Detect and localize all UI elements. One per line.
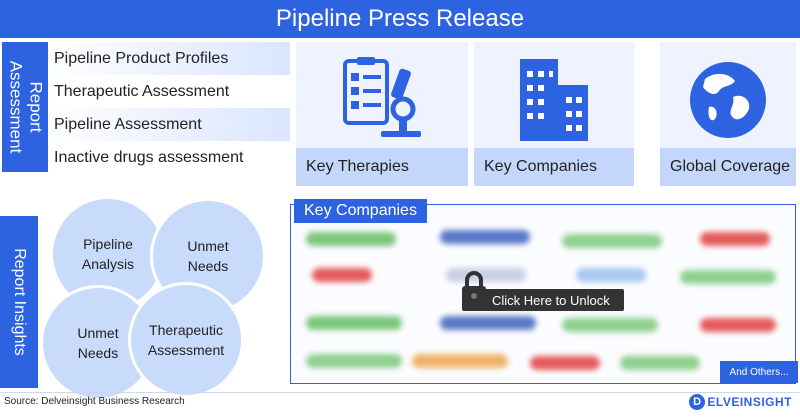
blurred-logo [620, 356, 700, 370]
and-others-button[interactable]: And Others... [720, 361, 798, 383]
list-item[interactable]: Pipeline Product Profiles [50, 42, 290, 75]
circle-label: Unmet Needs [77, 325, 119, 361]
blurred-logo [700, 318, 776, 332]
blurred-logo [576, 268, 646, 282]
blurred-logo [440, 316, 536, 330]
key-therapies-card[interactable]: Key Therapies [296, 42, 468, 186]
blurred-logo [412, 354, 508, 368]
buildings-icon [474, 52, 634, 148]
blurred-logo [306, 316, 402, 330]
circle-label: Therapeutic Assessment [147, 322, 225, 358]
key-companies-label: Key Companies [474, 148, 634, 186]
blurred-logo [312, 268, 372, 282]
global-coverage-label: Global Coverage [660, 148, 796, 186]
circle-label: Unmet Needs [187, 238, 229, 274]
logo-mark-icon: D [689, 394, 706, 410]
report-insights-text: Report Insights [11, 248, 29, 356]
logo-text: ELVEINSIGHT [707, 395, 792, 409]
key-therapies-label: Key Therapies [296, 148, 468, 186]
blurred-logo [562, 318, 658, 332]
list-item[interactable]: Inactive drugs assessment [54, 148, 244, 166]
list-item[interactable]: Pipeline Assessment [50, 108, 290, 141]
report-assessment-list: Pipeline Product Profiles Therapeutic As… [50, 42, 290, 174]
circle-label: Pipeline Analysis [81, 236, 135, 272]
globe-icon [660, 52, 796, 148]
footer-divider [0, 392, 800, 393]
report-assessment-label: Report Assessment [2, 42, 48, 172]
blurred-logo [306, 232, 396, 246]
key-companies-title: Key Companies [294, 199, 427, 223]
therapy-checklist-microscope-icon [296, 52, 468, 148]
unlock-button[interactable]: Click Here to Unlock [462, 289, 624, 311]
report-insights-label: Report Insights [0, 216, 38, 388]
page-title: Pipeline Press Release [0, 0, 800, 38]
insight-circle-therapeutic-assessment: Therapeutic Assessment [128, 282, 244, 398]
blurred-logo [306, 354, 402, 368]
blurred-logo [562, 234, 662, 248]
blurred-logo [440, 230, 530, 244]
source-note: Source: Delveinsight Business Research [4, 396, 185, 407]
global-coverage-card[interactable]: Global Coverage [660, 42, 796, 186]
blurred-logo [680, 270, 776, 284]
blurred-logo [530, 356, 600, 370]
list-item[interactable]: Therapeutic Assessment [54, 82, 230, 100]
delveinsight-logo[interactable]: D ELVEINSIGHT [689, 394, 792, 410]
report-assessment-text: Report Assessment [6, 60, 45, 154]
blurred-logo [700, 232, 770, 246]
lock-icon[interactable] [460, 270, 488, 315]
key-companies-card[interactable]: Key Companies [474, 42, 634, 186]
